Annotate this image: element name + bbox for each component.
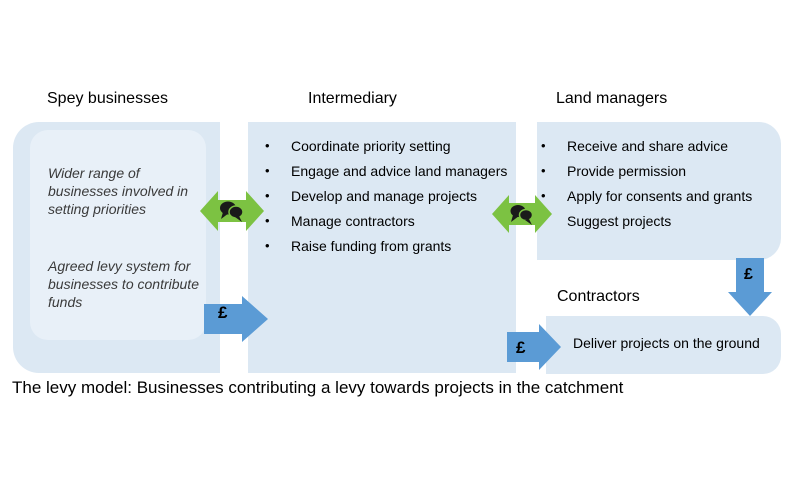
- land-manager-item: Receive and share advice: [537, 137, 781, 155]
- speech-bubbles-icon: [220, 201, 244, 222]
- intermediary-heading: Intermediary: [308, 90, 397, 107]
- land-managers-heading: Land managers: [556, 90, 668, 107]
- land-managers-list: Receive and share advice Provide permiss…: [537, 137, 781, 237]
- pound-arrow-icon: [728, 258, 772, 316]
- pound-symbol-spey: £: [218, 303, 228, 322]
- spey-businesses-heading: Spey businesses: [47, 90, 168, 107]
- intermediary-item: Develop and manage projects: [261, 187, 511, 205]
- spey-note-priorities: Wider range of businesses involved in se…: [48, 165, 189, 217]
- spey-notes-box: [30, 130, 206, 340]
- two-way-arrow-intermediary-land: [492, 195, 552, 233]
- two-way-arrow-spey-intermediary: [200, 191, 264, 231]
- land-manager-item: Suggest projects: [537, 212, 781, 230]
- intermediary-list: Coordinate priority setting Engage and a…: [261, 137, 511, 262]
- pound-symbol-land: £: [744, 266, 753, 283]
- figure-caption: The levy model: Businesses contributing …: [12, 378, 624, 397]
- land-manager-item: Provide permission: [537, 162, 781, 180]
- land-manager-item: Apply for consents and grants: [537, 187, 781, 205]
- speech-bubbles-icon: [510, 205, 534, 225]
- contractors-heading: Contractors: [557, 288, 640, 305]
- pound-arrow-icon: [204, 296, 268, 342]
- intermediary-item: Engage and advice land managers: [261, 162, 511, 180]
- spey-note-levy: Agreed levy system for businesses to con…: [48, 258, 199, 310]
- pound-arrow-icon: [507, 324, 561, 370]
- intermediary-item: Raise funding from grants: [261, 237, 511, 255]
- intermediary-item: Coordinate priority setting: [261, 137, 511, 155]
- contractors-panel: [546, 316, 781, 374]
- pound-symbol-contractors: £: [516, 338, 526, 357]
- contractors-text: Deliver projects on the ground: [573, 335, 760, 351]
- intermediary-item: Manage contractors: [261, 212, 511, 230]
